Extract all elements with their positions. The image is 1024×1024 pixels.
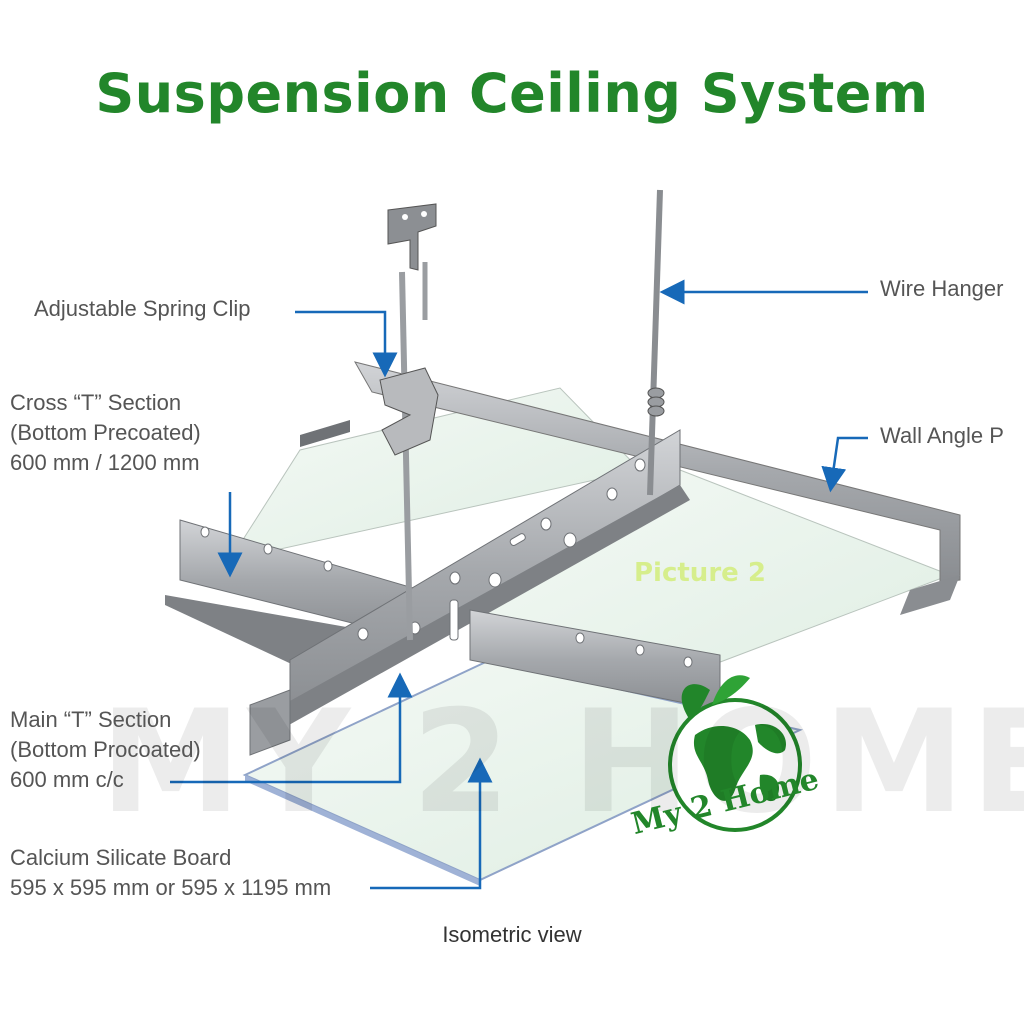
label-wire-hanger: Wire Hanger [880,276,1004,301]
caption: Isometric view [442,922,582,947]
hole [323,560,333,572]
arrow-board [370,757,493,890]
hole [449,571,461,585]
label-spring-clip: Adjustable Spring Clip [34,296,251,321]
label-cross-t-2: (Bottom Precoated) [10,420,201,445]
hole [683,656,693,668]
label-main-t-1: Main “T” Section [10,707,172,732]
hole [634,458,646,472]
wall-angle-flange [900,575,960,615]
slot [449,599,459,641]
hole [263,543,273,555]
main-t-flange [270,485,690,730]
board-front-edge [245,775,480,886]
picture-tag: Picture 2 [634,558,766,588]
hole [357,627,369,641]
wire-hanger [647,189,663,496]
spring-clip [379,367,439,456]
label-wall-angle: Wall Angle P [880,423,1004,448]
wire-twist [647,387,665,417]
hole [488,572,502,588]
hole [540,517,552,531]
label-cross-t-1: Cross “T” Section [10,390,182,415]
arrow-spring-clip [295,310,398,378]
label-main-t-3: 600 mm c/c [10,767,124,792]
label-cross-t-3: 600 mm / 1200 mm [10,450,200,475]
watermark: MY 2 HOME [100,680,1024,845]
hole [635,644,645,656]
hole [200,526,210,538]
page-title: Suspension Ceiling System [95,62,929,125]
main-t-end [249,689,291,756]
hole [563,532,577,548]
slot [509,533,526,546]
wall-angle-left [300,420,350,447]
label-board-2: 595 x 595 mm or 595 x 1195 mm [10,875,332,900]
label-main-t-2: (Bottom Procoated) [10,737,201,762]
hole [575,632,585,644]
label-board-1: Calcium Silicate Board [10,845,232,870]
arrow-wall-angle [821,436,868,493]
arrow-main-t [170,672,413,784]
rod-left [399,271,413,641]
hole [606,487,618,501]
logo-globe [668,675,802,832]
ceiling-bracket [387,203,437,271]
